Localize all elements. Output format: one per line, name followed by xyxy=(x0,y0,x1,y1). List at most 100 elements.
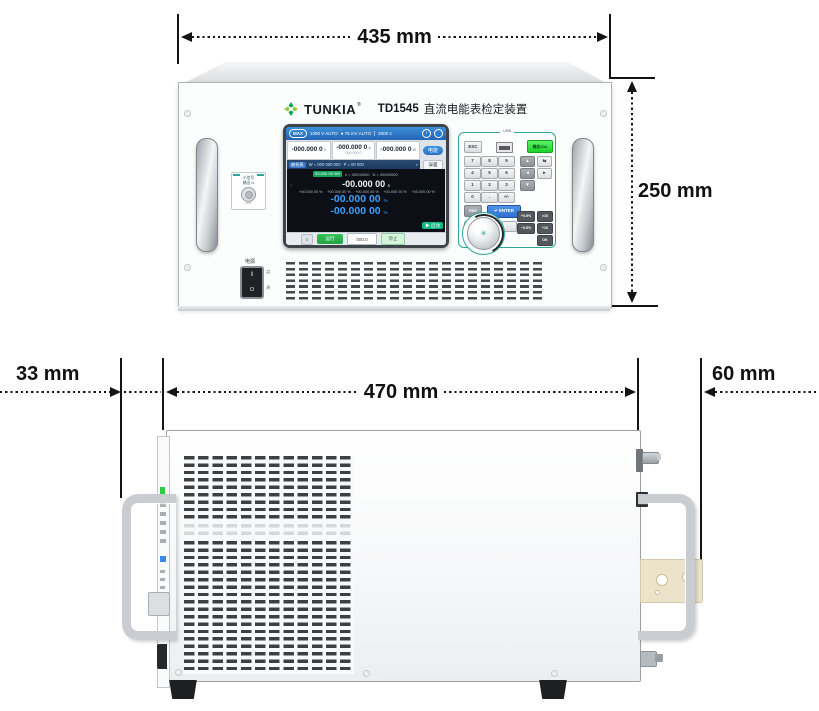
key-3[interactable]: 3 xyxy=(498,180,515,191)
dim-side-front-label: 33 mm xyxy=(16,363,80,385)
side-vent-grille-lower xyxy=(184,541,354,674)
dim-front-height xyxy=(626,81,637,303)
side-vent-grille-faint xyxy=(184,524,354,539)
arrow-left-icon xyxy=(166,387,177,397)
stop-button[interactable]: 停止 xyxy=(381,233,405,245)
power-switch[interactable]: I O xyxy=(240,266,264,299)
screw-hole xyxy=(363,670,370,677)
dim-front-width-label: 435 mm xyxy=(357,25,432,48)
status-bar: 被检表 W = 000 000 000 P = 00 000 ⌕ xyxy=(287,160,420,169)
edge-key-profile xyxy=(160,530,166,534)
meter-tag: 被检表 xyxy=(289,161,306,168)
key-0[interactable]: 0 xyxy=(464,192,481,203)
fn-x10-key[interactable]: ×10 xyxy=(537,211,553,222)
key-1[interactable]: 1 xyxy=(464,180,481,191)
key-4[interactable]: 4 xyxy=(464,168,481,179)
output-key[interactable]: 输出/On xyxy=(527,140,553,153)
screw-hole xyxy=(184,264,191,271)
key-7[interactable]: 7 xyxy=(464,156,481,167)
arrow-right-icon xyxy=(110,387,121,397)
screen-ui: MAX 1000 V AUTO ● 75 mV AUTO 2000 s i -0… xyxy=(286,127,446,245)
menu-button[interactable]: ≡ xyxy=(301,233,313,245)
refresh-icon[interactable] xyxy=(434,129,443,138)
esc-key[interactable]: ESC xyxy=(464,141,482,153)
rotary-knob[interactable]: ✳ xyxy=(467,217,500,250)
fn-minus-key[interactable]: −0.5% xyxy=(517,223,535,234)
screw-hole xyxy=(184,110,191,117)
aux-output-panel: 小信号 输出 Iv OUT xyxy=(231,172,266,210)
dim-width-tick-left xyxy=(177,14,179,64)
voltage-range: 1000 V AUTO xyxy=(310,131,338,136)
edge-key-profile xyxy=(160,539,166,543)
power-reading: -000.000 0 W xyxy=(376,141,421,160)
brand-reg-mark: ® xyxy=(357,102,361,108)
edge-green-indicator xyxy=(160,487,165,494)
edge-blue-key-profile xyxy=(160,556,166,562)
side-vent-grille-upper xyxy=(184,456,354,522)
arrow-up-icon xyxy=(626,81,637,92)
key-8[interactable]: 8 xyxy=(481,156,498,167)
run-button[interactable]: 运行 xyxy=(317,234,343,244)
status-value-2: P = 00 000 xyxy=(343,162,364,167)
screw-hole xyxy=(600,264,607,271)
dim-height-tick-top xyxy=(609,77,655,79)
edge-key-profile xyxy=(160,570,165,573)
front-handle-right xyxy=(572,138,594,252)
energy-tab-button[interactable]: 电能 xyxy=(423,146,444,155)
foot xyxy=(539,680,567,699)
dim-gap-line xyxy=(124,391,161,393)
key-plusminus[interactable]: +/- xyxy=(498,192,515,203)
dim-33-line xyxy=(0,387,121,397)
fn-plus-key[interactable]: +0.5% xyxy=(517,211,535,222)
front-panel-base xyxy=(178,306,610,311)
key-9[interactable]: 9 xyxy=(498,156,515,167)
arrow-up-key[interactable]: ▲ xyxy=(520,156,535,167)
key-2[interactable]: 2 xyxy=(481,180,498,191)
foot xyxy=(169,680,197,699)
brand-name: TUNKIA xyxy=(304,101,357,117)
counter-2: N = 00000000 xyxy=(372,171,398,177)
dim-tick-rear-ext xyxy=(700,358,702,565)
current-range: ● 75 mV AUTO xyxy=(340,131,372,136)
usb-port[interactable] xyxy=(496,142,513,153)
fn-div10-key[interactable]: ÷10 xyxy=(537,223,553,234)
value-button[interactable]: 000.0 xyxy=(347,233,377,245)
arrow-left-key[interactable]: ◄ xyxy=(520,168,535,179)
dim-60-line xyxy=(704,387,819,397)
arrow-right-icon xyxy=(625,387,636,397)
key-5[interactable]: 5 xyxy=(481,168,498,179)
power-label: 电源 xyxy=(244,259,255,265)
big-white-reading: -00.000 00 s xyxy=(342,179,390,189)
rear-bnc-tip xyxy=(655,654,663,662)
key-dot[interactable]: . xyxy=(481,192,498,203)
device-top-lid xyxy=(186,62,604,82)
dim-height-tick-bottom xyxy=(600,305,658,307)
edge-power-switch-profile xyxy=(157,644,167,669)
key-6[interactable]: 6 xyxy=(498,168,515,179)
tunkia-logo-icon xyxy=(284,102,298,116)
info-icon[interactable]: i xyxy=(422,129,431,138)
status-value-1: W = 000 000 000 xyxy=(308,162,341,167)
current-sub-reading: 000.000 0 xyxy=(345,151,362,156)
dim-front-height-label: 250 mm xyxy=(638,180,713,202)
arrow-right-key[interactable]: ► xyxy=(537,168,552,179)
tab-key[interactable]: ⇆ xyxy=(537,156,552,167)
start-button[interactable]: ▶ 启动 xyxy=(422,221,443,229)
axis-label: Y xyxy=(290,183,293,188)
error-tab-button[interactable]: 误差 xyxy=(423,159,443,170)
aux-connector[interactable] xyxy=(241,187,256,203)
dim-side-rear-label: 60 mm xyxy=(712,363,776,385)
power-on-text: 开 xyxy=(266,270,271,275)
touchscreen[interactable]: MAX 1000 V AUTO ● 75 mV AUTO 2000 s i -0… xyxy=(283,124,449,248)
aux-caption: OUT xyxy=(245,201,252,206)
search-icon[interactable]: ⌕ xyxy=(415,162,418,167)
screw-hole xyxy=(600,110,607,117)
edge-protruding-box xyxy=(148,592,170,616)
brand-row: TUNKIA ® TD1545 直流电能表检定装置 xyxy=(283,100,527,118)
ok-key[interactable]: OK xyxy=(537,235,553,246)
arrow-down-key[interactable]: ▼ xyxy=(520,180,535,191)
dim-depth-line: 470 mm xyxy=(166,379,636,405)
range-badge[interactable]: MAX xyxy=(289,129,307,138)
usb-label: USB xyxy=(499,128,515,133)
